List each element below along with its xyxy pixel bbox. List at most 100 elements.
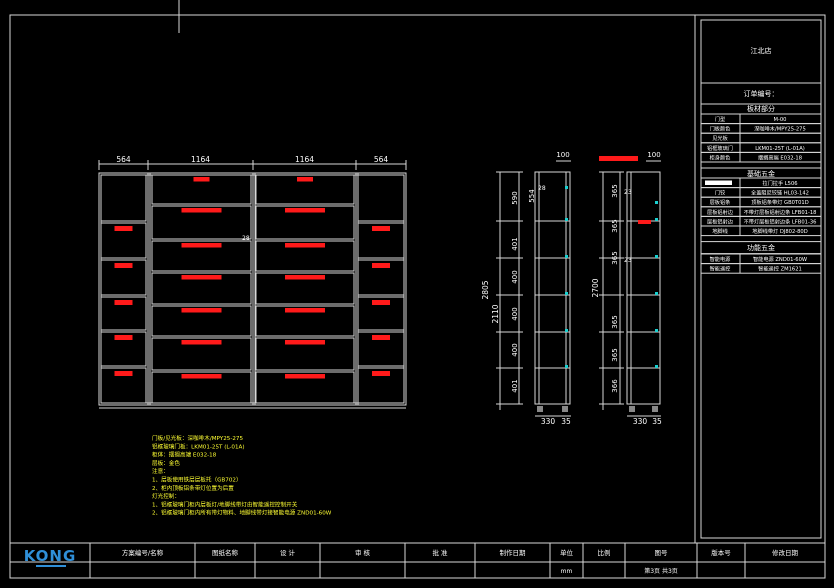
table-value: 智能电源 ZND01-60W: [753, 255, 807, 263]
note-line: 层板：金色: [152, 459, 180, 467]
front-elevation: 28 564 1164 1164 564: [98, 155, 407, 409]
bar-header: 设 计: [280, 548, 296, 557]
shelf-light: [565, 365, 568, 368]
shelf-light: [655, 365, 658, 368]
note-line: 灯光控制：: [152, 492, 180, 500]
door-panel: [100, 331, 147, 367]
dimension-label: 564: [374, 155, 389, 164]
door-panel: [357, 331, 405, 367]
segment-label: 366: [611, 379, 619, 393]
bar-header: 比例: [598, 548, 611, 557]
shelf-light: [565, 292, 568, 295]
foot: [629, 406, 635, 412]
door-handle: [181, 340, 222, 345]
door-panel: [151, 174, 252, 205]
segment-label: 400: [511, 270, 519, 283]
function-table: 智能电源智能电源 ZND01-60W智能遥控智能遥控 ZM1621: [700, 253, 822, 274]
door-panel: [255, 272, 355, 305]
door-panel: [151, 272, 252, 305]
segment-label: 401: [511, 237, 519, 250]
table-row: [700, 151, 822, 163]
table-key: 智能遥控: [710, 265, 731, 273]
material-section-header: 板材部分: [747, 104, 775, 113]
foot: [537, 406, 543, 412]
door-panel: [255, 371, 355, 404]
door-panel: [100, 222, 147, 259]
subtotal-label: 2110: [491, 304, 500, 323]
bar-value: 第3页 共3页: [644, 567, 678, 575]
door-panel: [151, 205, 252, 240]
shelf-light: [655, 218, 658, 221]
table-key: 柜身颜色: [710, 153, 731, 161]
shelf-light: [655, 255, 658, 258]
top-light-bar: [599, 156, 638, 161]
inner-tag: 23: [624, 189, 632, 196]
function-section-header: 功能五金: [747, 243, 775, 252]
base-gap: 35: [652, 417, 662, 426]
door-handle: [372, 300, 390, 305]
door-panel: [255, 337, 355, 371]
note-line: 铝框玻璃门板：LKM01-25T (L-01A): [152, 442, 245, 450]
inner-tag: 23: [624, 257, 632, 264]
bar-header: 制作日期: [500, 548, 527, 557]
title-block: [694, 15, 822, 543]
dimension-label: 1164: [295, 155, 314, 164]
hardware-section-header: 基础五金: [747, 169, 775, 178]
shelf-light: [565, 329, 568, 332]
segment-label: 400: [511, 307, 519, 320]
door-handle: [181, 243, 222, 248]
front-mark-left: 28: [242, 235, 250, 242]
brand-logo: KONG: [24, 547, 75, 567]
door-handle: [114, 263, 133, 268]
door-panel: [357, 296, 405, 331]
segment-label: 365: [611, 348, 619, 361]
door-handle: [114, 300, 133, 305]
door-panel: [357, 367, 405, 404]
table-value: 不带灯层板铝射边条 LFB01-36: [744, 217, 817, 225]
drawing-frame: [9, 14, 826, 579]
logo-underline: [36, 565, 66, 567]
door-panel: [357, 222, 405, 259]
segment-label: 365: [611, 219, 619, 232]
bar-header: 方案编号/名称: [122, 548, 164, 557]
shelf-light: [565, 218, 568, 221]
top-label: 100: [556, 151, 569, 159]
table-key: 铝框玻璃门: [707, 144, 733, 152]
door-handle: [181, 275, 222, 280]
table-value: 全盖阻尼铰链 HL03-142: [751, 189, 809, 197]
door-handle: [114, 226, 133, 231]
top-light: [655, 201, 658, 204]
segment-label: 590: [511, 191, 519, 204]
table-key: 智能电源: [710, 255, 732, 263]
door-panel: [100, 259, 147, 296]
table-key: 层板铝条: [710, 198, 731, 206]
shelf-light: [655, 329, 658, 332]
door-panel: [255, 240, 355, 272]
note-line: 注意：: [152, 467, 169, 475]
door-panel: [255, 205, 355, 240]
door-handle: [285, 308, 325, 313]
door-handle: [285, 243, 325, 248]
dimension-label: 564: [116, 155, 131, 164]
bottom-bar-cells: 方案编号/名称图纸名称设 计审 核批 准制作日期单位mm比例图号第3页 共3页版…: [122, 543, 826, 578]
table-value: 地脚线带灯 DJ802-80D: [752, 227, 807, 235]
bar-header: 单位: [560, 548, 574, 557]
bar-header: 批 准: [432, 548, 448, 557]
table-row: [700, 263, 822, 274]
bar-value: mm: [561, 568, 573, 575]
dimension-label: 1164: [191, 155, 210, 164]
shelf-light: [655, 292, 658, 295]
total-label: 2700: [591, 278, 600, 297]
base-depth: 330: [541, 417, 556, 426]
bar-header: 审 核: [355, 548, 371, 557]
table-key: 层板铝射边: [707, 217, 734, 225]
door-panel: [100, 296, 147, 331]
handle-swatch: [705, 180, 732, 185]
table-value: LKM01-25T (L-01A): [755, 146, 805, 152]
door-panel: [255, 174, 355, 205]
door-panel: [151, 337, 252, 371]
door-panel: [357, 259, 405, 296]
